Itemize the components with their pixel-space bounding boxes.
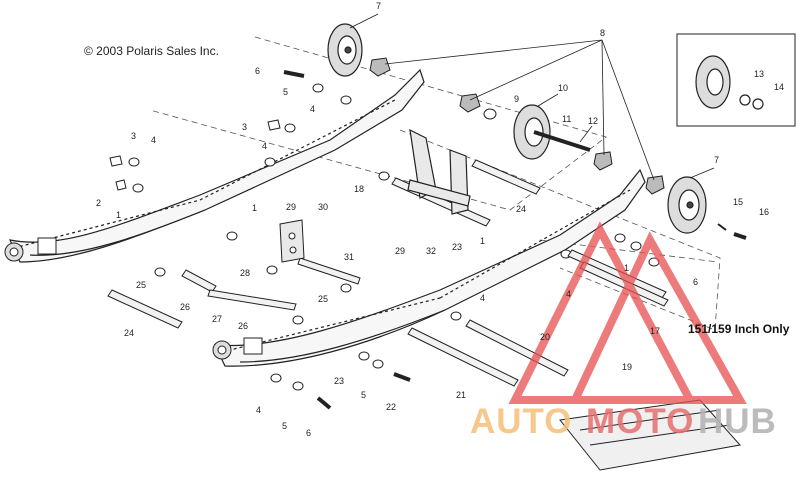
idler-wheel-top bbox=[327, 23, 363, 77]
callout-3: 3 bbox=[131, 131, 136, 141]
callout-16: 16 bbox=[759, 207, 769, 217]
idler-wheel-right bbox=[667, 176, 707, 234]
callout-5: 5 bbox=[282, 421, 287, 431]
callout-29: 29 bbox=[395, 246, 405, 256]
callout-24: 24 bbox=[124, 328, 134, 338]
bracket bbox=[279, 219, 305, 263]
callout-30: 30 bbox=[318, 202, 328, 212]
callout-22: 22 bbox=[386, 402, 396, 412]
callout-1: 1 bbox=[624, 263, 629, 273]
callout-4: 4 bbox=[256, 405, 261, 415]
callout-numbers: 7 8 6 5 4 3 4 3 4 2 1 9 10 11 12 13 14 7… bbox=[96, 1, 784, 438]
callout-1: 1 bbox=[116, 210, 121, 220]
callout-20: 20 bbox=[540, 332, 550, 342]
callout-4: 4 bbox=[480, 293, 485, 303]
callout-4: 4 bbox=[262, 141, 267, 151]
callout-1: 1 bbox=[252, 203, 257, 213]
callout-2: 2 bbox=[96, 198, 101, 208]
callout-7: 7 bbox=[714, 155, 719, 165]
left-rail-upper bbox=[8, 68, 425, 263]
callout-26: 26 bbox=[238, 321, 248, 331]
callout-27: 27 bbox=[212, 314, 222, 324]
watermark-moto: MOTO bbox=[586, 402, 695, 441]
idler-wheel-inset bbox=[695, 55, 764, 110]
callout-14: 14 bbox=[774, 82, 784, 92]
callout-7: 7 bbox=[376, 1, 381, 11]
callout-4: 4 bbox=[566, 289, 571, 299]
callout-3: 3 bbox=[242, 122, 247, 132]
callout-26: 26 bbox=[180, 302, 190, 312]
callout-6: 6 bbox=[255, 66, 260, 76]
callout-11: 11 bbox=[562, 114, 571, 124]
callout-25: 25 bbox=[318, 294, 328, 304]
skid-frame bbox=[559, 399, 741, 471]
callout-9: 9 bbox=[514, 94, 519, 104]
idler-wheel-center bbox=[513, 104, 591, 160]
callout-23: 23 bbox=[452, 242, 462, 252]
callout-5: 5 bbox=[361, 390, 366, 400]
hardware bbox=[109, 57, 747, 410]
callout-29: 29 bbox=[286, 202, 296, 212]
watermark-auto: AUTO bbox=[470, 402, 573, 441]
shafts bbox=[107, 159, 669, 387]
callout-13: 13 bbox=[754, 69, 764, 79]
leader-lines bbox=[349, 13, 715, 181]
watermark-triangle bbox=[508, 221, 747, 404]
inset-box bbox=[676, 33, 796, 127]
callout-8: 8 bbox=[600, 28, 605, 38]
callout-31: 31 bbox=[344, 252, 354, 262]
callout-23: 23 bbox=[334, 376, 344, 386]
callout-1: 1 bbox=[480, 236, 485, 246]
right-rail-tip bbox=[212, 337, 263, 360]
watermark-hub: HUB bbox=[698, 402, 777, 441]
callout-6: 6 bbox=[306, 428, 311, 438]
callout-19: 19 bbox=[622, 362, 632, 372]
callout-12: 12 bbox=[588, 116, 598, 126]
callout-15: 15 bbox=[733, 197, 743, 207]
callout-25: 25 bbox=[136, 280, 146, 290]
callout-18: 18 bbox=[354, 184, 364, 194]
callout-5: 5 bbox=[283, 87, 288, 97]
copyright-notice: © 2003 Polaris Sales Inc. bbox=[84, 44, 219, 58]
callout-4: 4 bbox=[151, 135, 156, 145]
left-rail-tip bbox=[4, 237, 57, 262]
callout-17: 17 bbox=[650, 326, 660, 336]
suspension-arm bbox=[407, 128, 471, 215]
callout-4: 4 bbox=[310, 104, 315, 114]
callout-10: 10 bbox=[558, 83, 568, 93]
length-note: 151/159 Inch Only bbox=[688, 322, 790, 336]
callout-6: 6 bbox=[693, 277, 698, 287]
callout-32: 32 bbox=[426, 246, 436, 256]
callout-28: 28 bbox=[240, 268, 250, 278]
callout-21: 21 bbox=[456, 390, 466, 400]
callout-24: 24 bbox=[516, 204, 526, 214]
